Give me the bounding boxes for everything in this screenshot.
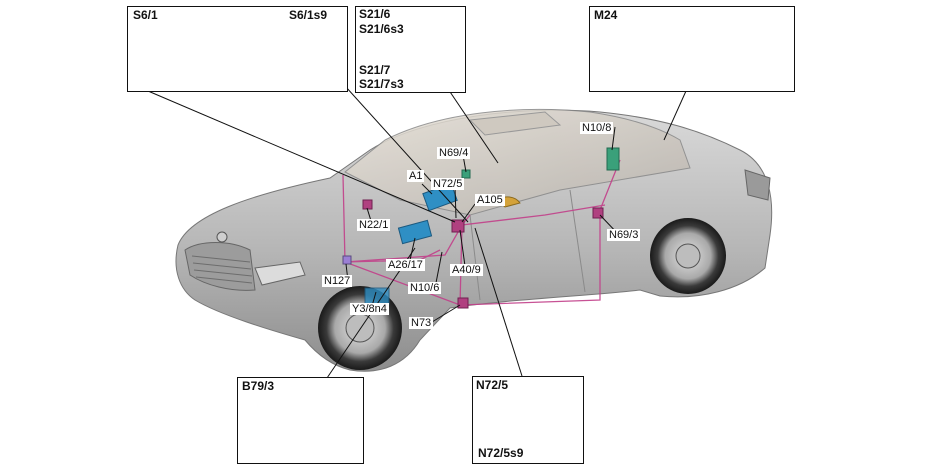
inset-n72-title-bottom: N72/5s9	[476, 446, 526, 460]
label-n10-6: N10/6	[408, 282, 442, 294]
inset-b79-title: B79/3	[242, 379, 275, 393]
inset-s21-line1: S21/6	[359, 7, 391, 21]
label-y3-8n4: Y3/8n4	[350, 303, 389, 315]
label-n10-8: N10/8	[580, 122, 614, 134]
label-n22-1: N22/1	[357, 219, 391, 231]
label-n69-4: N69/4	[437, 147, 471, 159]
label-n73: N73	[409, 317, 434, 329]
rear-wheel	[650, 218, 726, 294]
inset-m24-title: M24	[594, 8, 618, 22]
inset-b79-3	[237, 377, 364, 464]
label-a1: A1	[407, 170, 425, 182]
inset-s21-line4: S21/7s3	[359, 77, 404, 91]
label-n72-5: N72/5	[431, 178, 465, 190]
inset-s6-title-left: S6/1	[133, 8, 158, 22]
label-n69-3: N69/3	[607, 229, 641, 241]
label-n127: N127	[322, 275, 353, 287]
inset-s6-title-right: S6/1s9	[289, 8, 328, 22]
label-a105: A105	[475, 194, 505, 206]
inset-s21-line3: S21/7	[359, 63, 391, 77]
inset-n72-title-top: N72/5	[476, 378, 509, 392]
inset-s21	[355, 6, 466, 93]
label-a40-9: A40/9	[450, 264, 483, 276]
inset-s21-line2: S21/6s3	[359, 22, 404, 36]
inset-m24	[589, 6, 795, 92]
inset-s6-1	[127, 6, 348, 92]
label-a26-17: A26/17	[386, 259, 425, 271]
